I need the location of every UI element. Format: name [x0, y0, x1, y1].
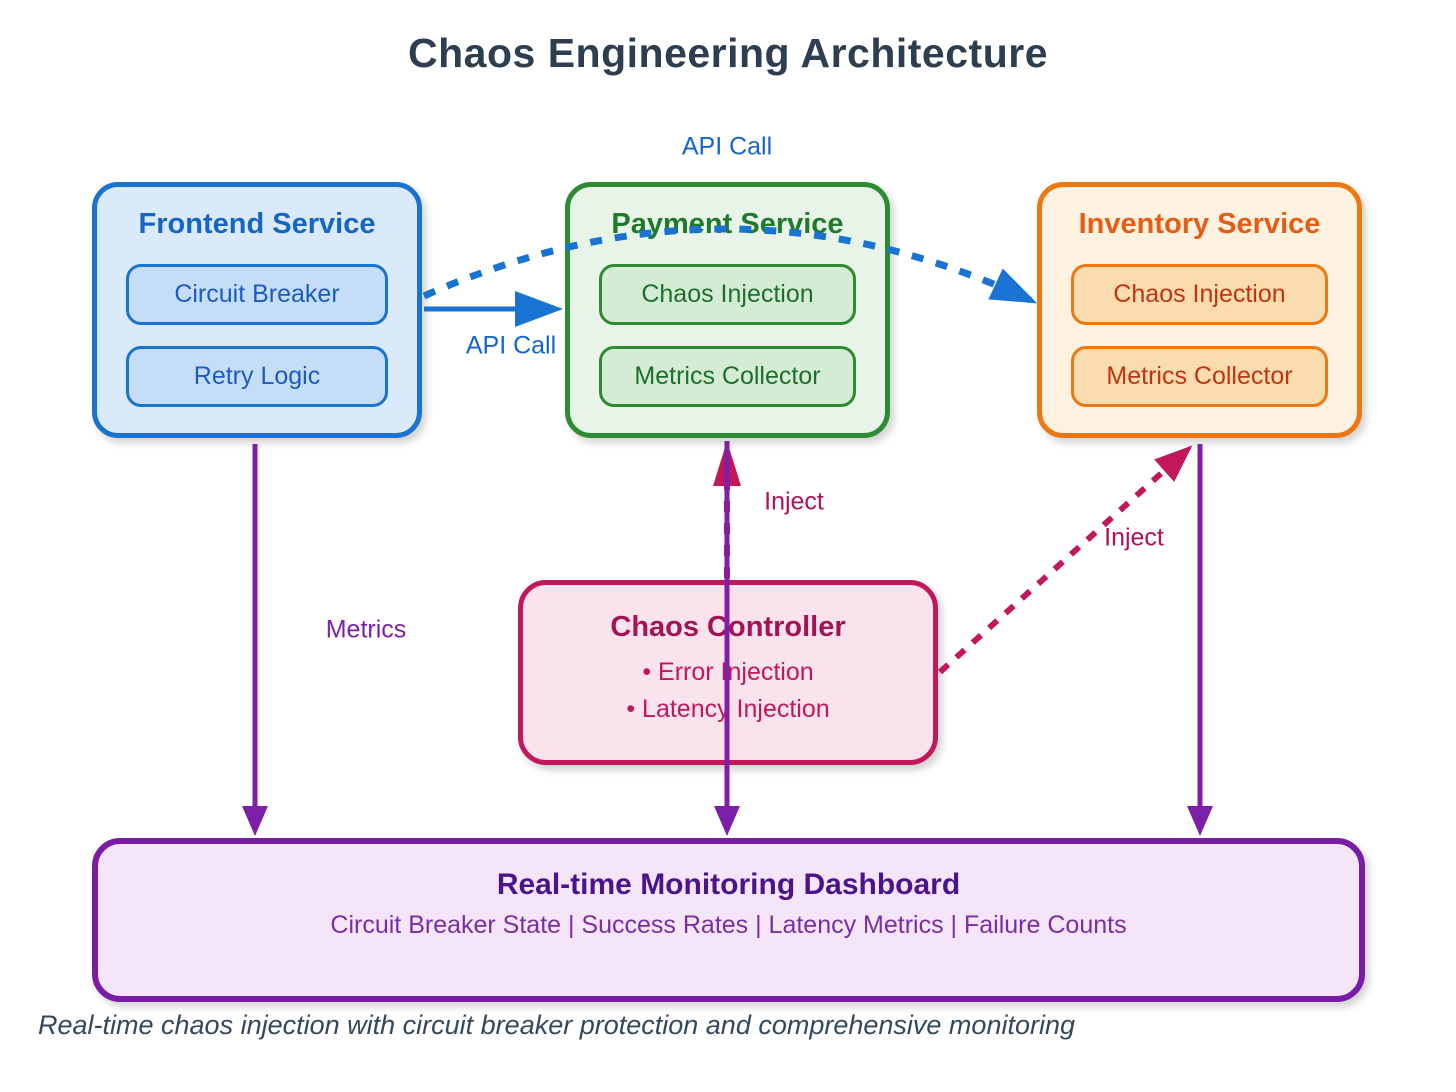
monitoring-dashboard-subtitle: Circuit Breaker State | Success Rates | …	[330, 911, 1127, 939]
inventory-chaos-injection-box: Chaos Injection	[1071, 264, 1328, 325]
inventory-service-title: Inventory Service	[1078, 208, 1321, 240]
inventory-metrics-collector-box: Metrics Collector	[1071, 346, 1328, 407]
inject-inventory-arrow	[937, 445, 1193, 675]
payment-service-box: Payment Service Chaos Injection Metrics …	[565, 182, 890, 438]
api-call-top-label: API Call	[681, 132, 773, 161]
payment-service-title: Payment Service	[611, 208, 844, 240]
diagram-caption: Real-time chaos injection with circuit b…	[38, 1010, 1075, 1040]
diagram-title: Chaos Engineering Architecture	[408, 30, 1048, 76]
frontend-service-title: Frontend Service	[138, 208, 376, 240]
chaos-controller-bullets: • Error Injection • Latency Injection	[523, 654, 933, 728]
circuit-breaker-box: Circuit Breaker	[126, 264, 388, 325]
inventory-service-box: Inventory Service Chaos Injection Metric…	[1037, 182, 1362, 438]
inventory-chaos-injection-label: Chaos Injection	[1113, 280, 1286, 308]
api-call-left-label: API Call	[465, 331, 557, 360]
chaos-controller-box: Chaos Controller • Error Injection • Lat…	[518, 580, 938, 765]
inject-payment-label: Inject	[764, 487, 824, 516]
bullet-error-injection: • Error Injection	[642, 658, 814, 686]
monitoring-dashboard-box: Real-time Monitoring Dashboard Circuit B…	[92, 838, 1365, 1002]
inventory-metrics-collector-label: Metrics Collector	[1106, 362, 1293, 390]
inject-payment-arrowhead	[713, 441, 741, 486]
payment-chaos-injection-label: Chaos Injection	[641, 280, 814, 308]
frontend-service-box: Frontend Service Circuit Breaker Retry L…	[92, 182, 422, 438]
payment-chaos-injection-box: Chaos Injection	[599, 264, 856, 325]
monitoring-dashboard-title: Real-time Monitoring Dashboard	[496, 868, 961, 901]
chaos-controller-title: Chaos Controller	[610, 611, 846, 643]
circuit-breaker-label: Circuit Breaker	[174, 280, 340, 308]
metrics-label: Metrics	[325, 615, 407, 644]
retry-logic-box: Retry Logic	[126, 346, 388, 407]
payment-metrics-collector-box: Metrics Collector	[599, 346, 856, 407]
bullet-latency-injection: • Latency Injection	[626, 695, 830, 723]
retry-logic-label: Retry Logic	[193, 362, 321, 390]
api-call-arrowhead	[515, 291, 563, 327]
inject-inventory-label: Inject	[1104, 523, 1164, 552]
payment-metrics-collector-label: Metrics Collector	[634, 362, 821, 390]
